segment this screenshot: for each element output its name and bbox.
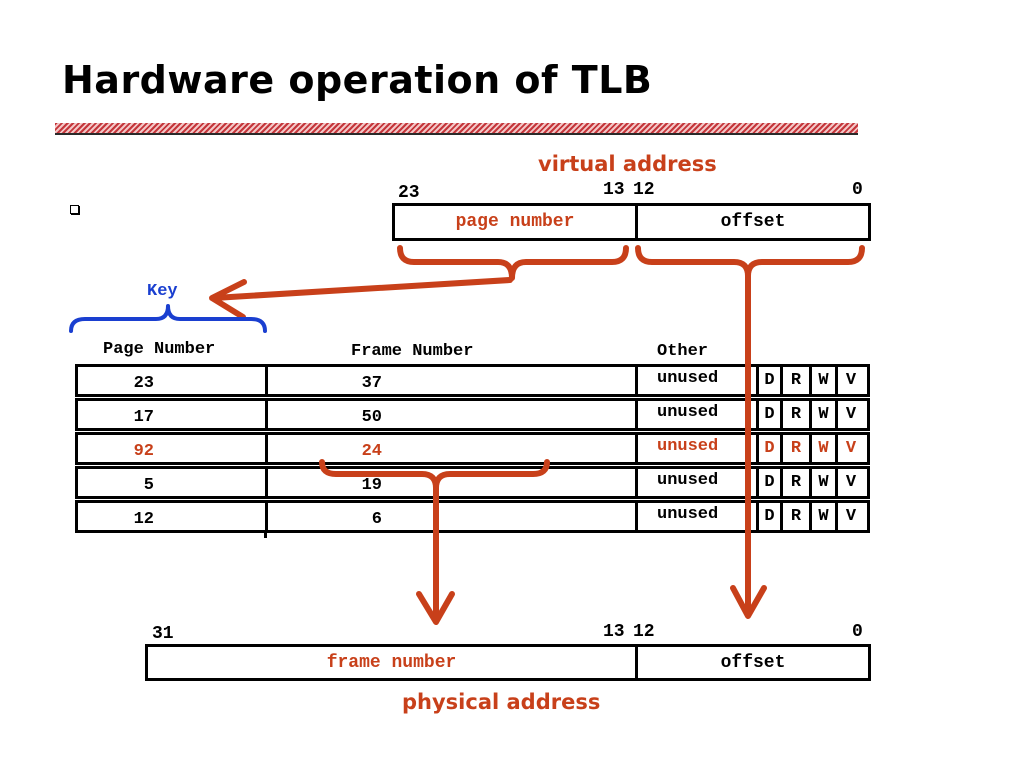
cell-other: unused: [657, 471, 719, 490]
flag-v: V: [845, 405, 857, 424]
header-frame-number: Frame Number: [351, 342, 474, 361]
va-bit-low: 0: [852, 180, 863, 200]
pa-bit-low: 0: [852, 622, 863, 642]
pa-bit-split-high: 13: [603, 622, 625, 642]
flag-w: W: [818, 371, 829, 390]
va-page-number-field: page number: [455, 212, 575, 232]
brace-icon: [635, 245, 865, 279]
va-bit-split-low: 12: [633, 180, 655, 200]
brace-icon: [397, 245, 629, 281]
va-bit-split-high: 13: [603, 180, 625, 200]
physical-address-caption: physical address: [402, 690, 601, 714]
flag-d: D: [764, 507, 775, 526]
flag-r: R: [790, 371, 802, 390]
pa-offset-field: offset: [720, 652, 786, 673]
cell-other: unused: [657, 369, 719, 388]
flag-v: V: [845, 439, 857, 458]
cell-other: unused: [657, 403, 719, 422]
brace-icon: [319, 459, 550, 491]
pa-bit-split-low: 12: [633, 622, 655, 642]
cell-page-number: 12: [133, 510, 154, 529]
cell-other: unused: [657, 437, 719, 456]
cell-page-number: 23: [133, 374, 154, 393]
flag-d: D: [764, 371, 775, 390]
physical-address-box: frame number offset: [145, 644, 871, 681]
virtual-address-box: page number offset: [392, 203, 871, 241]
arrow-down-icon: [416, 485, 455, 625]
cell-page-number: 92: [133, 442, 154, 461]
header-page-number: Page Number: [103, 340, 216, 359]
cell-other: unused: [657, 505, 719, 524]
virtual-address-caption: virtual address: [538, 152, 717, 176]
flag-r: R: [790, 473, 802, 492]
pa-frame-number-field: frame number: [326, 652, 457, 673]
header-other: Other: [657, 342, 709, 361]
arrow-down-icon: [730, 273, 767, 619]
title-underline: [55, 123, 858, 135]
column-divider-stub: [264, 530, 267, 538]
bullet-icon: [70, 205, 79, 214]
flag-v: V: [845, 371, 857, 390]
flag-r: R: [790, 439, 802, 458]
flag-r: R: [790, 405, 802, 424]
cell-frame-number: 37: [361, 374, 382, 393]
flag-d: D: [764, 439, 775, 458]
flag-w: W: [818, 507, 829, 526]
cell-frame-number: 50: [361, 408, 382, 427]
flag-r: R: [790, 507, 802, 526]
cell-frame-number: 19: [361, 476, 382, 495]
cell-page-number: 5: [143, 476, 154, 495]
flag-d: D: [764, 473, 775, 492]
slide-title: Hardware operation of TLB: [62, 58, 653, 102]
arrow-left-icon: [209, 277, 513, 320]
flag-d: D: [764, 405, 775, 424]
flag-w: W: [818, 439, 829, 458]
cell-frame-number: 6: [371, 510, 382, 529]
flag-v: V: [845, 473, 857, 492]
key-brace-icon: [69, 304, 267, 333]
flag-v: V: [845, 507, 857, 526]
pa-bit-high: 31: [152, 624, 174, 644]
key-label: Key: [147, 282, 178, 301]
cell-frame-number: 24: [361, 442, 382, 461]
va-offset-field: offset: [720, 212, 786, 232]
flag-w: W: [818, 473, 829, 492]
va-bit-high: 23: [398, 183, 420, 203]
cell-page-number: 17: [133, 408, 154, 427]
flag-w: W: [818, 405, 829, 424]
